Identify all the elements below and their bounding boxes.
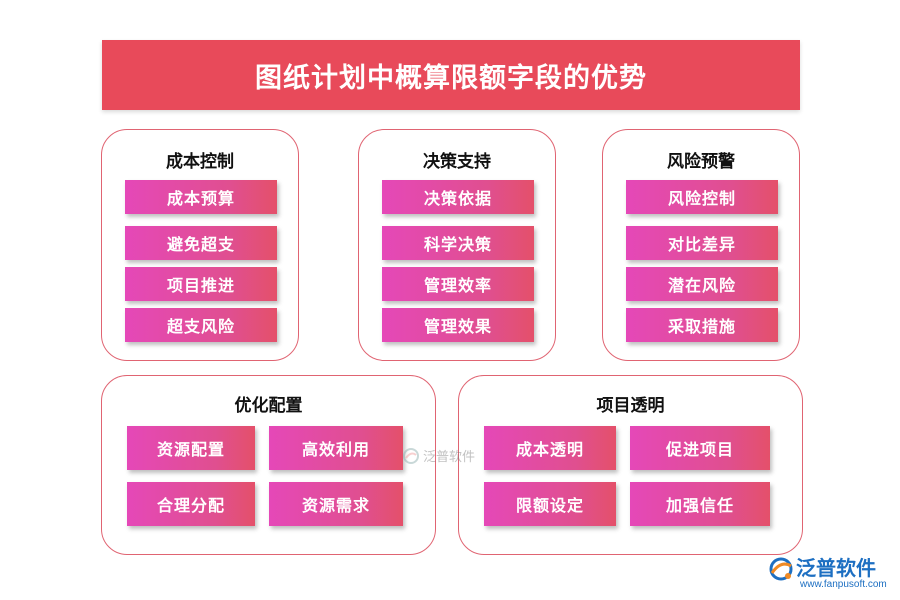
card-title-project-transparency: 项目透明 <box>596 396 665 416</box>
brand-name: 泛普软件 <box>796 556 876 580</box>
item-management-effect: 管理效果 <box>382 308 534 342</box>
item-limit-setting: 限额设定 <box>484 482 616 526</box>
item-take-measures: 采取措施 <box>626 308 778 342</box>
item-promote-project: 促进项目 <box>630 426 770 470</box>
center-watermark: 泛普软件 <box>402 446 475 465</box>
item-overspend-risk: 超支风险 <box>125 308 277 342</box>
item-efficient-use: 高效利用 <box>269 426 403 470</box>
page-title: 图纸计划中概算限额字段的优势 <box>255 62 647 94</box>
item-cost-transparency: 成本透明 <box>484 426 616 470</box>
title-banner: 图纸计划中概算限额字段的优势 <box>102 40 800 110</box>
card-project-transparency: 项目透明 成本透明 促进项目 限额设定 加强信任 <box>458 375 803 555</box>
item-decision-basis: 决策依据 <box>382 180 534 214</box>
item-resource-demand: 资源需求 <box>269 482 403 526</box>
item-management-efficiency: 管理效率 <box>382 267 534 301</box>
brand-logo: 泛普软件 www.fanpusoft.com <box>768 552 894 596</box>
brand-mark-icon <box>769 557 793 581</box>
item-project-progress: 项目推进 <box>125 267 277 301</box>
card-title-cost-control: 成本控制 <box>166 152 234 172</box>
card-cost-control: 成本控制 成本预算 避免超支 项目推进 超支风险 <box>101 129 299 361</box>
card-optimize-allocation: 优化配置 资源配置 高效利用 合理分配 资源需求 <box>101 375 436 555</box>
watermark-logo-icon <box>403 447 419 464</box>
item-reasonable-distribution: 合理分配 <box>127 482 255 526</box>
item-avoid-overspend: 避免超支 <box>125 226 277 260</box>
watermark-text: 泛普软件 <box>423 450 476 465</box>
brand-url: www.fanpusoft.com <box>800 579 887 590</box>
item-potential-risk: 潜在风险 <box>626 267 778 301</box>
card-decision-support: 决策支持 决策依据 科学决策 管理效率 管理效果 <box>358 129 556 361</box>
item-strengthen-trust: 加强信任 <box>630 482 770 526</box>
item-cost-budget: 成本预算 <box>125 180 277 214</box>
card-title-optimize-allocation: 优化配置 <box>234 396 303 416</box>
item-scientific-decision: 科学决策 <box>382 226 534 260</box>
card-risk-warning: 风险预警 风险控制 对比差异 潜在风险 采取措施 <box>602 129 800 361</box>
card-title-decision-support: 决策支持 <box>423 152 491 172</box>
item-risk-control: 风险控制 <box>626 180 778 214</box>
item-compare-difference: 对比差异 <box>626 226 778 260</box>
card-title-risk-warning: 风险预警 <box>667 152 735 172</box>
item-resource-allocation: 资源配置 <box>127 426 255 470</box>
